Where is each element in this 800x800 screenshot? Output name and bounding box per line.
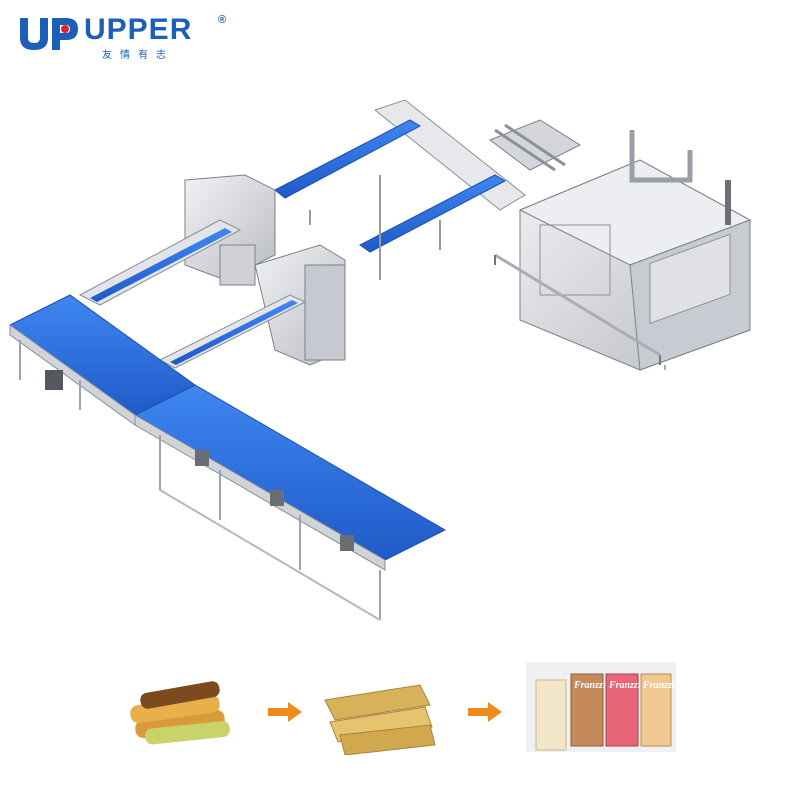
product-progression: Franzzi Franzzi Franzzi — [0, 650, 800, 755]
carton-label: Franzzi — [608, 680, 641, 691]
infeed-conveyor-top — [274, 99, 526, 280]
wrapped-bars-icon — [324, 684, 436, 755]
brand-logo: UPPER ® 友情有志 — [18, 8, 226, 61]
feeding-conveyor — [9, 294, 447, 621]
biscuits-icon — [130, 681, 230, 745]
cartons-icon: Franzzi Franzzi Franzzi — [526, 662, 676, 752]
carton-label: Franzzi — [573, 680, 606, 691]
flow-wrapper-1 — [78, 174, 276, 306]
flow-wrapper-2 — [158, 244, 346, 369]
brand-tagline: 友情有志 — [102, 50, 174, 61]
registered-mark: ® — [218, 14, 227, 26]
carton-label: Franzzi — [642, 680, 675, 691]
arrow-right-icon — [468, 702, 502, 722]
packaging-line-illustration — [9, 99, 752, 621]
brand-name: UPPER — [84, 13, 193, 46]
arrow-right-icon — [268, 702, 302, 722]
up-logo-icon — [20, 18, 78, 50]
cartoning-machine — [488, 119, 752, 371]
